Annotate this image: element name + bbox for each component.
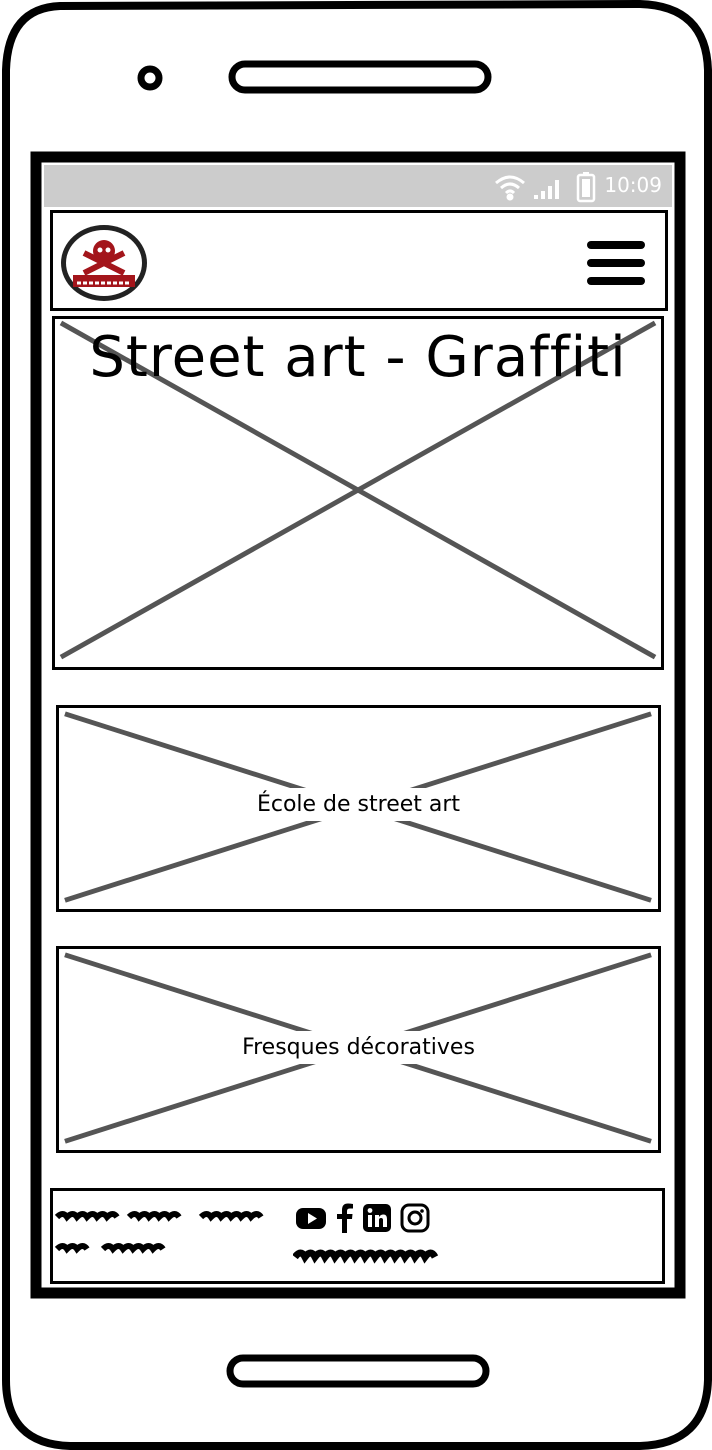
camera-dot: [137, 65, 163, 91]
footer-scribble-copyright: [293, 1249, 439, 1264]
status-time: 10:09: [604, 173, 662, 197]
hero-image-placeholder: Street art - Graffiti: [52, 316, 664, 670]
logo[interactable]: [59, 223, 149, 303]
linkedin-icon[interactable]: [361, 1203, 393, 1233]
facebook-icon[interactable]: [333, 1203, 357, 1233]
card-label: École de street art: [246, 788, 471, 821]
hamburger-icon[interactable]: [587, 241, 645, 289]
status-bar: 10:09: [44, 165, 672, 207]
top-header: [50, 210, 668, 311]
footer-scribble-text: [55, 1211, 264, 1254]
card-ecole-street-art[interactable]: École de street art: [56, 705, 661, 912]
status-icons: [495, 172, 596, 203]
speaker-slot: [228, 60, 492, 94]
battery-icon: [576, 172, 596, 203]
home-button: [226, 1354, 490, 1388]
card-label: Fresques décoratives: [232, 1031, 485, 1064]
hero-title: Street art - Graffiti: [89, 325, 627, 390]
youtube-icon[interactable]: [295, 1203, 327, 1233]
signal-icon: [534, 180, 559, 199]
footer: [50, 1188, 665, 1284]
card-fresques-decoratives[interactable]: Fresques décoratives: [56, 946, 661, 1153]
wifi-icon: [495, 175, 525, 201]
instagram-icon[interactable]: [399, 1203, 431, 1233]
